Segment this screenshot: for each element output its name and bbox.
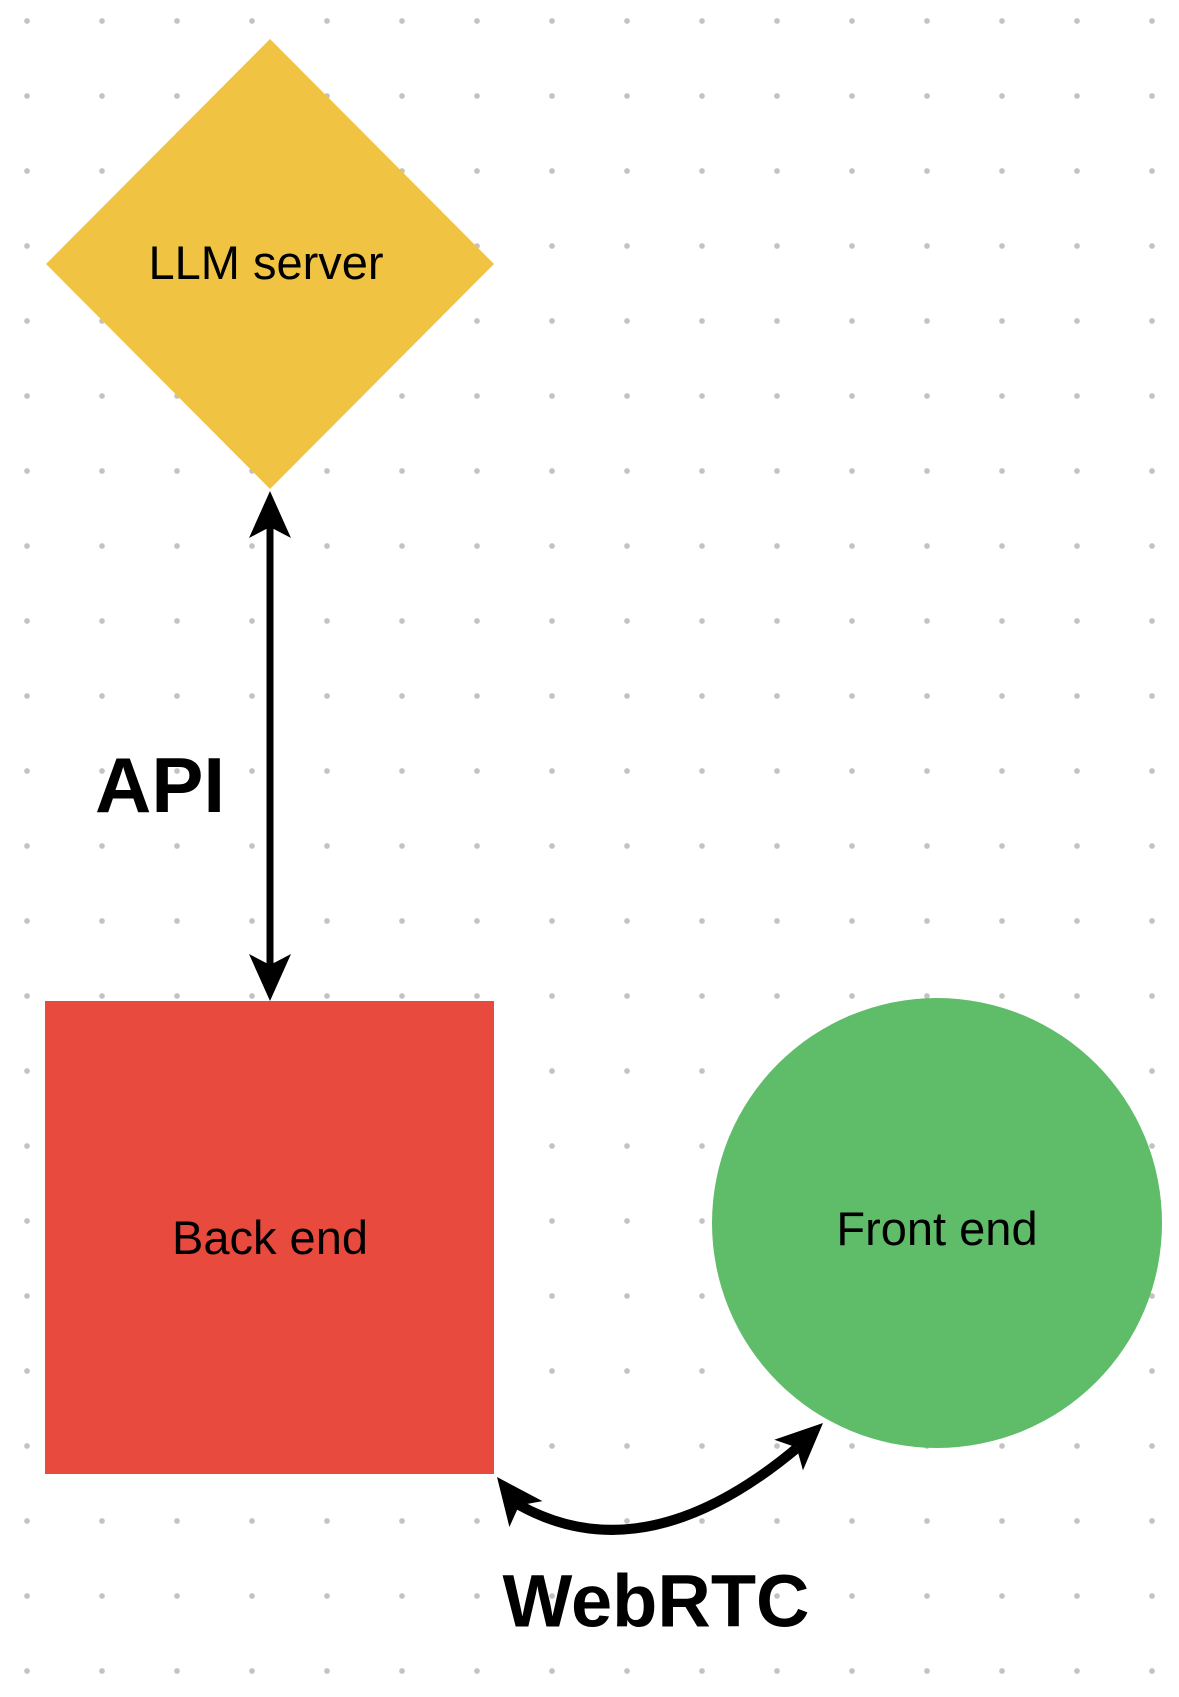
api-edge-label: API xyxy=(94,741,226,830)
back-end-label: Back end xyxy=(172,1211,368,1265)
webrtc-arrowhead-right xyxy=(774,1423,823,1471)
front-end-circle-shape[interactable] xyxy=(712,998,1162,1448)
api-arrowhead-bottom xyxy=(249,954,291,1001)
webrtc-arrowhead-left xyxy=(497,1477,543,1527)
llm-server-label: LLM server xyxy=(148,236,384,290)
webrtc-arrow-shaft[interactable] xyxy=(516,1444,801,1535)
api-arrow[interactable] xyxy=(249,491,291,1001)
front-end-label: Front end xyxy=(836,1202,1038,1256)
webrtc-arrow[interactable] xyxy=(480,1408,837,1535)
webrtc-edge-label: WebRTC xyxy=(502,1559,810,1643)
back-end-square-shape[interactable] xyxy=(45,1001,494,1474)
api-arrowhead-top xyxy=(249,491,291,538)
llm-server-diamond-shape[interactable] xyxy=(46,39,494,489)
